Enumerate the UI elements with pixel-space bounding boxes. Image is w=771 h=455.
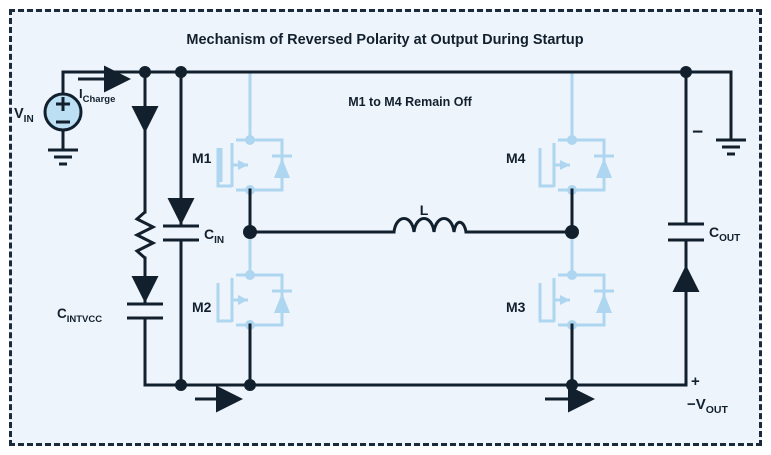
figure-border [9,9,762,446]
label-cintvcc: CINTVCC [57,306,102,325]
mosfet-m4 [538,72,614,222]
junction-bottom-cin [175,379,187,391]
capacitor-cintvcc [127,302,163,320]
junction-dots [139,66,692,391]
resistor-bias [133,210,157,260]
voltage-source-vin [43,92,83,132]
label-inductor: L [420,202,429,218]
mosfet-group [216,72,614,385]
label-output-plus: + [691,373,700,390]
label-cout: COUT [709,224,740,244]
label-vout: −VOUT [687,396,729,416]
junction-top-bias [139,66,151,78]
label-m2: M2 [192,299,212,315]
capacitor-cout [668,222,704,242]
label-cin: CIN [204,226,224,246]
figure-note: M1 to M4 Remain Off [348,95,472,109]
junction-top-cin [175,66,187,78]
mosfet-m2 [216,232,292,385]
junction-sw-right [565,225,579,239]
inductor-l [392,217,468,233]
label-icharge: ICharge [79,86,115,105]
mosfet-m3 [538,232,614,385]
junction-sw-left [243,225,257,239]
label-m1: M1 [192,150,212,166]
ground-input [48,148,78,166]
figure-title: Mechanism of Reversed Polarity at Output… [186,32,583,48]
junction-bottom-right [566,379,578,391]
junction-bottom-left [244,379,256,391]
label-m4: M4 [506,150,526,166]
mosfet-terminal-dots [245,135,577,330]
label-output-minus: − [692,122,703,143]
current-arrows [78,65,700,413]
capacitor-cin [163,224,199,242]
label-vin: VIN [14,106,34,125]
wiring [61,70,733,387]
junction-top-cout [680,66,692,78]
label-m3: M3 [506,299,526,315]
ground-output [716,138,746,156]
